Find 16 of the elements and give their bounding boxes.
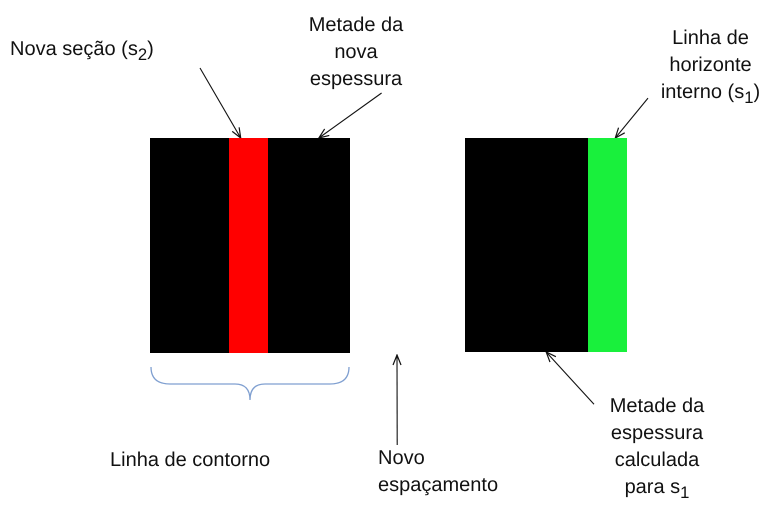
section-bar [268, 138, 350, 353]
annotation-text: Metade da nova espessura [292, 12, 420, 93]
leader-arrow [392, 354, 402, 445]
annotation-text: Metade da espessura calculada para s$_{1}$ [594, 393, 720, 506]
annotation-text: Nova seção (s$_{2}$) [10, 36, 200, 68]
leader-arrow [614, 98, 648, 139]
leader-arrow [546, 351, 594, 405]
annotation-text: Linha de horizonte interno (s$_{1}$) [648, 25, 773, 111]
annotation-text: Novo espaçamento [378, 445, 538, 499]
leader-arrow [200, 68, 242, 139]
section-bar [465, 138, 588, 352]
leader-arrow [318, 92, 382, 139]
section-bar [588, 138, 627, 352]
section-bar [150, 138, 229, 353]
brace-label: Linha de contorno [110, 448, 270, 473]
section-bar [229, 138, 268, 353]
